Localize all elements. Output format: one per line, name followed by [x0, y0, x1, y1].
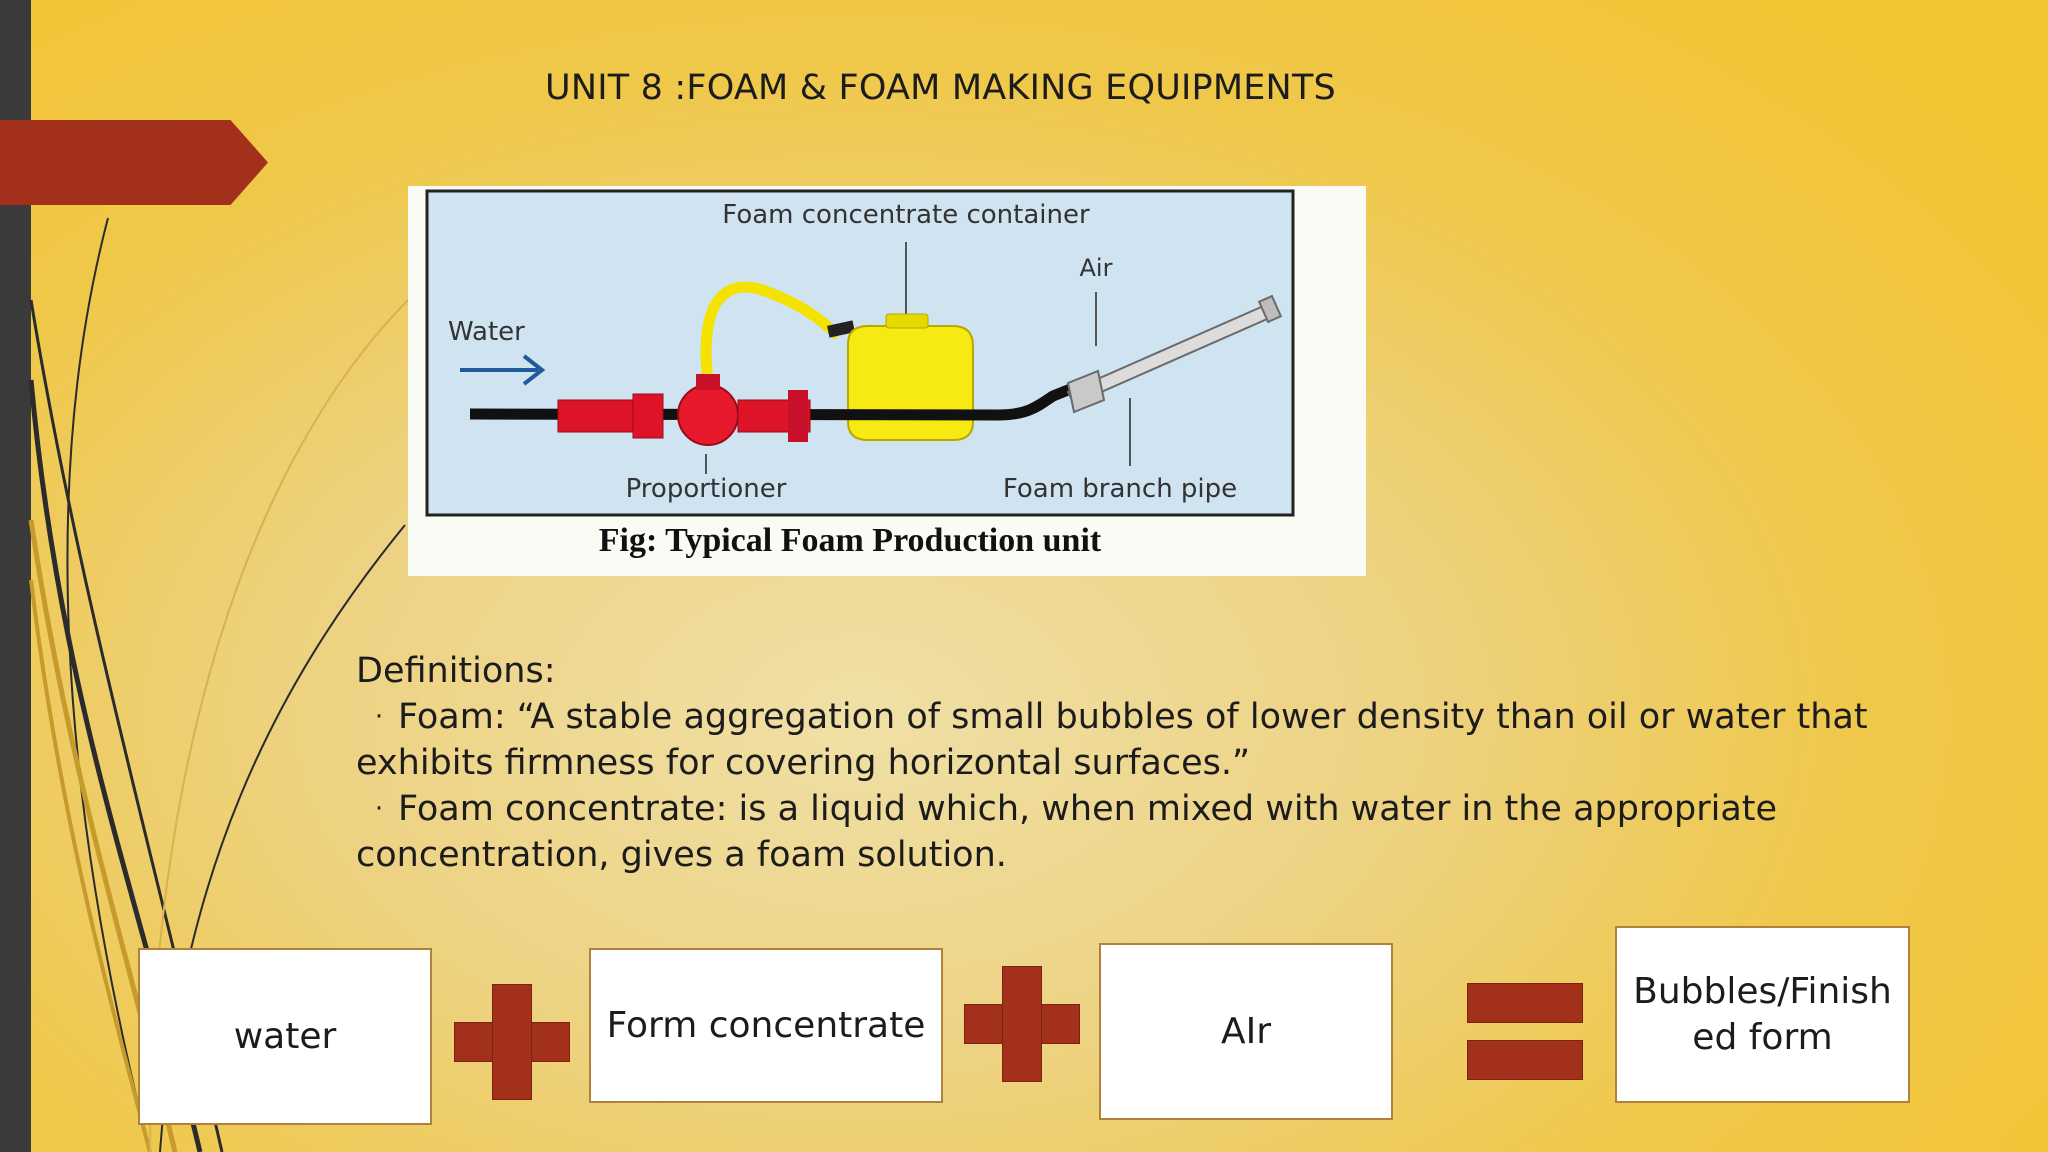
label-foam-container: Foam concentrate container — [722, 200, 1090, 230]
bullet-icon: · — [374, 702, 384, 732]
plus-icon — [964, 966, 1080, 1082]
definition-item-foam-cont: exhibits firmness for covering horizonta… — [356, 743, 1251, 783]
term-box-form-concentrate: Form concentrate — [589, 948, 943, 1103]
foam-production-figure: Foam concentrate container Air Water Pro… — [408, 186, 1366, 576]
slide-title: UNIT 8 :FOAM & FOAM MAKING EQUIPMENTS — [545, 68, 1336, 108]
definitions-heading: Definitions: — [356, 651, 556, 691]
result-box-bubbles-finished-form: Bubbles/Finish ed form — [1615, 926, 1910, 1103]
term-box-air: AIr — [1099, 943, 1393, 1120]
definition-item-foam-concentrate: ·Foam concentrate: is a liquid which, wh… — [356, 786, 1916, 832]
proportioner-icon — [557, 374, 811, 446]
term-box-water: water — [138, 948, 432, 1125]
plus-icon — [454, 984, 570, 1100]
title-arrow-tab — [0, 120, 268, 205]
foam-branch-pipe-icon — [1066, 294, 1283, 414]
definitions-block: Definitions: ·Foam: “A stable aggregatio… — [356, 648, 1916, 878]
figure-caption: Fig: Typical Foam Production unit — [599, 522, 1102, 559]
definition-item-foam-concentrate-cont: concentration, gives a foam solution. — [356, 835, 1007, 875]
foam-container-icon — [847, 313, 974, 441]
water-arrow-icon — [460, 354, 546, 386]
bullet-icon: · — [374, 794, 384, 824]
label-proportioner: Proportioner — [626, 474, 787, 504]
label-foam-branch-pipe: Foam branch pipe — [1003, 474, 1237, 504]
equals-icon — [1467, 983, 1583, 1080]
label-water: Water — [448, 317, 525, 347]
definition-item-foam: ·Foam: “A stable aggregation of small bu… — [356, 694, 1916, 740]
label-air: Air — [1080, 254, 1113, 282]
